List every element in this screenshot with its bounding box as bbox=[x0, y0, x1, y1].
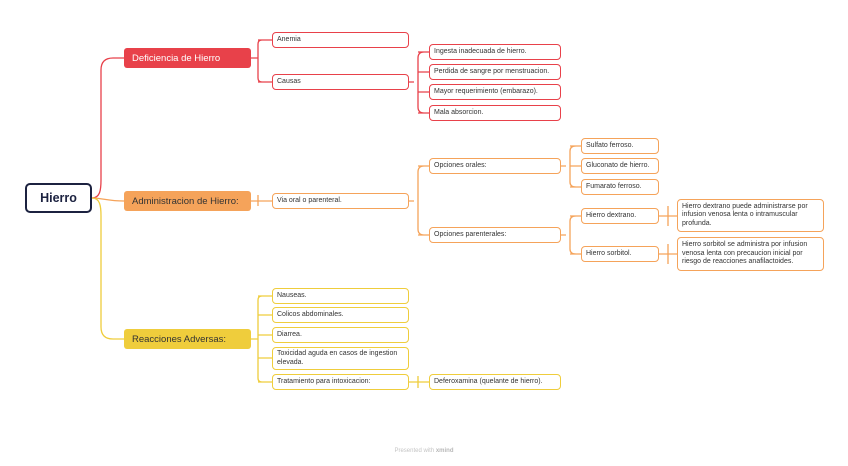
connector-root-deficiencia bbox=[91, 57, 124, 199]
topic-sulfato-label: Sulfato ferroso. bbox=[586, 141, 634, 149]
connector-sorbitol-note bbox=[659, 244, 677, 264]
topic-fumarato-label: Fumarato ferroso. bbox=[586, 182, 642, 190]
topic-sorbitol[interactable]: Hierro sorbitol. bbox=[581, 246, 659, 262]
topic-causa-3-label: Mayor requerimiento (embarazo). bbox=[434, 87, 538, 95]
topic-dextrano[interactable]: Hierro dextrano. bbox=[581, 208, 659, 224]
topic-nauseas[interactable]: Nauseas. bbox=[272, 288, 409, 304]
topic-deferoxamina[interactable]: Deferoxamina (quelante de hierro). bbox=[429, 374, 561, 390]
branch-administracion-label: Administracion de Hierro: bbox=[132, 195, 239, 207]
connector-dextrano-note bbox=[659, 206, 677, 226]
topic-causa-1[interactable]: Ingesta inadecuada de hierro. bbox=[429, 44, 561, 60]
topic-causa-4-label: Mala absorcion. bbox=[434, 108, 484, 116]
connector-deficiencia-children bbox=[251, 39, 272, 83]
topic-causa-2[interactable]: Perdida de sangre por menstruacion. bbox=[429, 64, 561, 80]
topic-anemia[interactable]: Anemia bbox=[272, 32, 409, 48]
topic-colicos[interactable]: Colicos abdominales. bbox=[272, 307, 409, 323]
connector-administracion-via bbox=[251, 195, 272, 206]
topic-causa-2-label: Perdida de sangre por menstruacion. bbox=[434, 67, 550, 75]
root-topic-label: Hierro bbox=[40, 191, 77, 205]
topic-causa-3[interactable]: Mayor requerimiento (embarazo). bbox=[429, 84, 561, 100]
topic-sorbitol-label: Hierro sorbitol. bbox=[586, 249, 632, 257]
footer-credit: Presented with xmind bbox=[0, 448, 848, 454]
footer-prefix: Presented with bbox=[394, 448, 435, 454]
topic-gluconato-label: Gluconato de hierro. bbox=[586, 161, 650, 169]
topic-deferoxamina-label: Deferoxamina (quelante de hierro). bbox=[434, 377, 543, 385]
topic-causa-1-label: Ingesta inadecuada de hierro. bbox=[434, 47, 527, 55]
topic-dextrano-label: Hierro dextrano. bbox=[586, 211, 637, 219]
topic-opciones-parenterales-label: Opciones parenterales: bbox=[434, 230, 507, 238]
branch-administracion[interactable]: Administracion de Hierro: bbox=[124, 191, 251, 211]
topic-causas-label: Causas bbox=[277, 77, 301, 85]
topic-causas[interactable]: Causas bbox=[272, 74, 409, 90]
topic-colicos-label: Colicos abdominales. bbox=[277, 310, 344, 318]
connector-causas-children bbox=[409, 51, 429, 114]
topic-tratamiento-label: Tratamiento para intoxicacion: bbox=[277, 377, 371, 385]
topic-fumarato[interactable]: Fumarato ferroso. bbox=[581, 179, 659, 195]
branch-reacciones[interactable]: Reacciones Adversas: bbox=[124, 329, 251, 349]
topic-diarrea-label: Diarrea. bbox=[277, 330, 302, 338]
topic-sorbitol-note[interactable]: Hierro sorbitol se administra por infusi… bbox=[677, 237, 824, 271]
topic-dextrano-note[interactable]: Hierro dextrano puede administrarse por … bbox=[677, 199, 824, 232]
connector-orales-children bbox=[561, 145, 581, 188]
branch-deficiencia[interactable]: Deficiencia de Hierro bbox=[124, 48, 251, 68]
topic-opciones-orales-label: Opciones orales: bbox=[434, 161, 487, 169]
footer-brand: xmind bbox=[435, 448, 454, 454]
branch-deficiencia-label: Deficiencia de Hierro bbox=[132, 52, 221, 64]
topic-sorbitol-note-label: Hierro sorbitol se administra por infusi… bbox=[682, 241, 808, 266]
branch-reacciones-label: Reacciones Adversas: bbox=[132, 333, 226, 345]
topic-causa-4[interactable]: Mala absorcion. bbox=[429, 105, 561, 121]
topic-via[interactable]: Via oral o parenteral. bbox=[272, 193, 409, 209]
topic-nauseas-label: Nauseas. bbox=[277, 291, 307, 299]
topic-dextrano-note-label: Hierro dextrano puede administrarse por … bbox=[682, 202, 808, 227]
topic-via-label: Via oral o parenteral. bbox=[277, 196, 342, 204]
topic-opciones-parenterales[interactable]: Opciones parenterales: bbox=[429, 227, 561, 243]
topic-anemia-label: Anemia bbox=[277, 35, 301, 43]
connector-root-reacciones bbox=[91, 197, 124, 340]
topic-toxicidad[interactable]: Toxicidad aguda en casos de ingestion el… bbox=[272, 347, 409, 370]
topic-diarrea[interactable]: Diarrea. bbox=[272, 327, 409, 343]
connector-via-options bbox=[409, 165, 429, 236]
topic-toxicidad-label: Toxicidad aguda en casos de ingestion el… bbox=[277, 350, 398, 366]
connector-parenterales-children bbox=[561, 215, 581, 255]
topic-opciones-orales[interactable]: Opciones orales: bbox=[429, 158, 561, 174]
topic-gluconato[interactable]: Gluconato de hierro. bbox=[581, 158, 659, 174]
connector-tratamiento-child bbox=[409, 376, 429, 388]
connector-reacciones-children bbox=[251, 295, 272, 383]
topic-sulfato[interactable]: Sulfato ferroso. bbox=[581, 138, 659, 154]
topic-tratamiento[interactable]: Tratamiento para intoxicacion: bbox=[272, 374, 409, 390]
root-topic-hierro[interactable]: Hierro bbox=[25, 183, 92, 213]
